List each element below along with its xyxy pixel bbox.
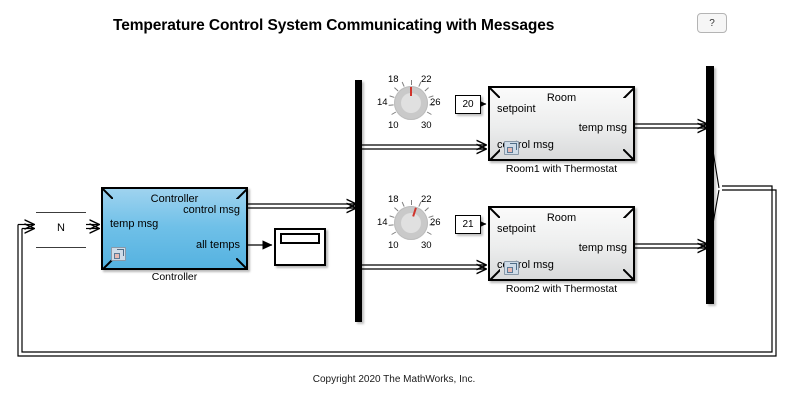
setpoint-display-room2: 21 (455, 215, 481, 234)
knob-tick (401, 81, 405, 87)
knob-tick (390, 111, 396, 115)
setpoint-knob-room2[interactable]: 14 18 22 26 10 30 (377, 192, 442, 254)
room2-subsystem-block[interactable]: Room setpoint control msg temp msg (488, 206, 635, 281)
subsystem-badge-icon[interactable] (504, 141, 519, 155)
setpoint-display-room1: 20 (455, 95, 481, 114)
knob-dial-inner (401, 93, 421, 113)
corner-cut-icon (236, 258, 247, 269)
controller-output-control-msg: control msg (183, 204, 240, 216)
subsystem-badge-icon[interactable] (504, 261, 519, 275)
knob-tick-label: 18 (388, 74, 399, 85)
scope-screen-icon (280, 233, 320, 244)
controller-input-temp-msg: temp msg (110, 218, 159, 230)
knob-needle-icon (410, 87, 412, 96)
corner-cut-icon (623, 269, 634, 280)
controller-inner-label: Controller (150, 193, 199, 205)
knob-tick (388, 224, 394, 226)
page-title: Temperature Control System Communicating… (113, 17, 555, 34)
room1-block-name: Room1 with Thermostat (505, 163, 618, 175)
knob-tick (424, 207, 429, 212)
knob-tick (426, 111, 432, 115)
knob-tick-label: 26 (430, 97, 441, 108)
setpoint-knob-room1[interactable]: 14 18 22 26 10 30 (377, 72, 442, 134)
knob-tick-label: 14 (377, 217, 388, 228)
knob-tick-label: 10 (388, 120, 399, 131)
queue-bottom-line (36, 247, 86, 248)
knob-tick-label: 18 (388, 194, 399, 205)
knob-tick (390, 231, 396, 235)
room2-input-setpoint: setpoint (497, 223, 536, 235)
knob-tick (424, 87, 429, 92)
room1-inner-label: Room (546, 92, 577, 104)
knob-tick (410, 200, 412, 205)
room2-block-name: Room2 with Thermostat (505, 283, 618, 295)
controller-block-name: Controller (151, 271, 198, 283)
knob-tick (401, 201, 405, 207)
knob-tick-label: 30 (421, 240, 432, 251)
knob-tick-label: 30 (421, 120, 432, 131)
demux-block[interactable] (355, 80, 362, 322)
scope-block[interactable] (274, 228, 326, 266)
knob-tick (388, 95, 395, 98)
corner-cut-icon (623, 149, 634, 160)
knob-tick (388, 104, 394, 106)
queue-top-line (36, 212, 86, 213)
copyright-text: Copyright 2020 The MathWorks, Inc. (312, 374, 476, 385)
queue-block[interactable]: N (36, 212, 86, 248)
knob-dial-inner (401, 213, 421, 233)
controller-output-all-temps: all temps (195, 239, 240, 251)
room1-output-temp-msg: temp msg (578, 122, 627, 134)
knob-tick-label: 10 (388, 240, 399, 251)
controller-subsystem-block[interactable]: Controller temp msg control msg all temp… (101, 187, 248, 270)
knob-tick-label: 26 (430, 217, 441, 228)
knob-tick-label: 22 (421, 194, 432, 205)
knob-tick (410, 80, 412, 85)
knob-tick (388, 215, 395, 218)
room2-inner-label: Room (546, 212, 577, 224)
knob-tick-label: 14 (377, 97, 388, 108)
room2-output-temp-msg: temp msg (578, 242, 627, 254)
knob-tick (426, 231, 432, 235)
knob-tick-label: 22 (421, 74, 432, 85)
mux-block[interactable] (706, 66, 714, 304)
room1-subsystem-block[interactable]: Room setpoint control msg temp msg (488, 86, 635, 161)
subsystem-badge-icon[interactable] (111, 247, 126, 261)
queue-label: N (57, 222, 65, 234)
room1-input-setpoint: setpoint (497, 103, 536, 115)
help-button[interactable]: ? (697, 13, 727, 33)
